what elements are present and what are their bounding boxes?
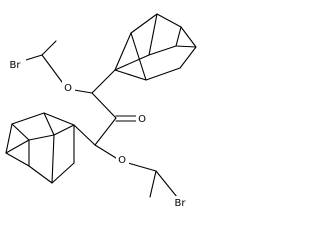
atom-label-o-bottom: O bbox=[116, 153, 129, 166]
adamantyl-top-bond bbox=[114, 54, 150, 71]
adamantyl-bottom-left bbox=[5, 112, 75, 184]
adamantyl-top-bond bbox=[130, 13, 158, 34]
bond-ch-top-to-adamantyl bbox=[91, 69, 116, 94]
adamantyl-top-right bbox=[114, 13, 197, 81]
adamantyl-bottom-bond bbox=[43, 112, 75, 126]
atom-label-o-top: O bbox=[62, 81, 75, 94]
bond-ch-bottom-to-adamantyl bbox=[73, 124, 96, 146]
atom-label-br-bottom: Br bbox=[169, 196, 191, 209]
adamantyl-top-bond bbox=[179, 46, 197, 69]
bond-top-o-ch bbox=[73, 89, 93, 94]
adamantyl-top-bond bbox=[114, 69, 147, 81]
atom-o-top: O bbox=[64, 83, 72, 94]
adamantyl-bottom-bond bbox=[11, 123, 30, 141]
central-chain-bonds bbox=[73, 69, 137, 159]
bond-bottom-ch-methyl bbox=[149, 170, 157, 198]
adamantyl-top-bond bbox=[114, 32, 132, 71]
adamantyl-bottom-bond bbox=[28, 134, 55, 141]
atom-o-carbonyl: O bbox=[138, 114, 146, 125]
adamantyl-top-bond bbox=[148, 45, 177, 56]
adamantyl-bottom-bond bbox=[5, 139, 30, 154]
top-bromoethoxy-bonds bbox=[25, 40, 93, 94]
adamantyl-top-bond bbox=[145, 67, 181, 81]
adamantyl-top-bond bbox=[180, 26, 197, 48]
atom-label-o-carbonyl: O bbox=[136, 112, 149, 125]
bottom-bromoethoxy-bonds bbox=[127, 162, 178, 198]
bond-ch-bottom-to-o bbox=[94, 144, 117, 159]
adamantyl-bottom-bond bbox=[5, 123, 13, 154]
adamantyl-top-bond bbox=[156, 13, 182, 28]
adamantyl-bottom-bond bbox=[28, 165, 53, 184]
adamantyl-top-bond bbox=[130, 32, 147, 81]
atom-br-top: Br bbox=[10, 60, 22, 71]
atom-label-br-top: Br bbox=[4, 58, 26, 71]
bond-carbonyl-to-ch-bottom bbox=[94, 117, 117, 146]
adamantyl-bottom-bond bbox=[53, 124, 75, 136]
adamantyl-bottom-bond bbox=[51, 162, 75, 184]
bond-top-ch-methyl bbox=[41, 40, 57, 56]
adamantyl-top-bond bbox=[148, 13, 158, 56]
bond-ch-top-to-carbonyl bbox=[91, 92, 117, 119]
adamantyl-top-bond bbox=[175, 26, 182, 47]
bond-top-br-ch bbox=[25, 54, 43, 61]
adamantyl-top-bond bbox=[175, 45, 197, 48]
bond-bottom-o-ch bbox=[127, 162, 157, 172]
atom-br-bottom: Br bbox=[175, 198, 187, 209]
adamantyl-bottom-bond bbox=[43, 112, 55, 136]
adamantyl-bottom-bond bbox=[5, 152, 30, 167]
bond-bottom-ch-br bbox=[155, 170, 178, 198]
adamantyl-bottom-bond bbox=[11, 112, 45, 125]
adamantyl-bottom-bond bbox=[51, 134, 55, 184]
bond-top-ch-o bbox=[41, 54, 63, 83]
chemical-structure-diagram: Br O O O Br bbox=[4, 13, 197, 209]
atom-o-bottom: O bbox=[118, 155, 126, 166]
